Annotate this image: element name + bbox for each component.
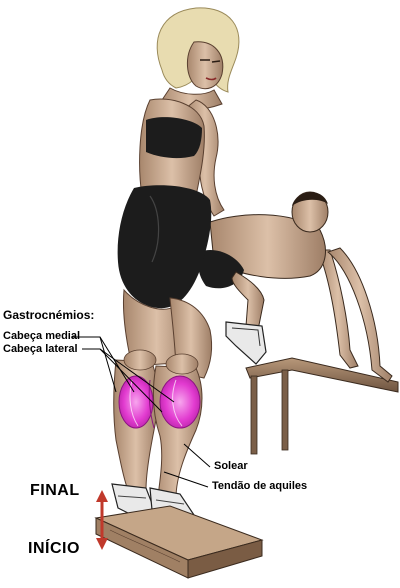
gastrocnemius-title: Gastrocnémios: (3, 308, 95, 322)
leader-lateral-lower (99, 348, 163, 413)
final-position-label: FINAL (30, 482, 80, 499)
medial-head-label: Cabeça medial (3, 330, 81, 342)
label-leader-lines (72, 336, 211, 488)
leader-soleus (183, 443, 211, 468)
gastrocnemius-highlight (118, 375, 201, 429)
lateral-head-label: Cabeça lateral (3, 343, 78, 355)
soleus-label: Solear (214, 460, 248, 472)
achilles-tendon-label: Tendão de aquiles (212, 480, 308, 492)
leader-medial-lower (99, 336, 117, 393)
step-block (94, 505, 264, 579)
start-position-label: INÍCIO (28, 540, 80, 557)
motion-arrows (96, 490, 108, 550)
athlete-woman-figure (113, 7, 240, 499)
partner-man-figure (198, 191, 393, 383)
rear-bench (245, 357, 399, 455)
leader-achilles (163, 471, 209, 488)
